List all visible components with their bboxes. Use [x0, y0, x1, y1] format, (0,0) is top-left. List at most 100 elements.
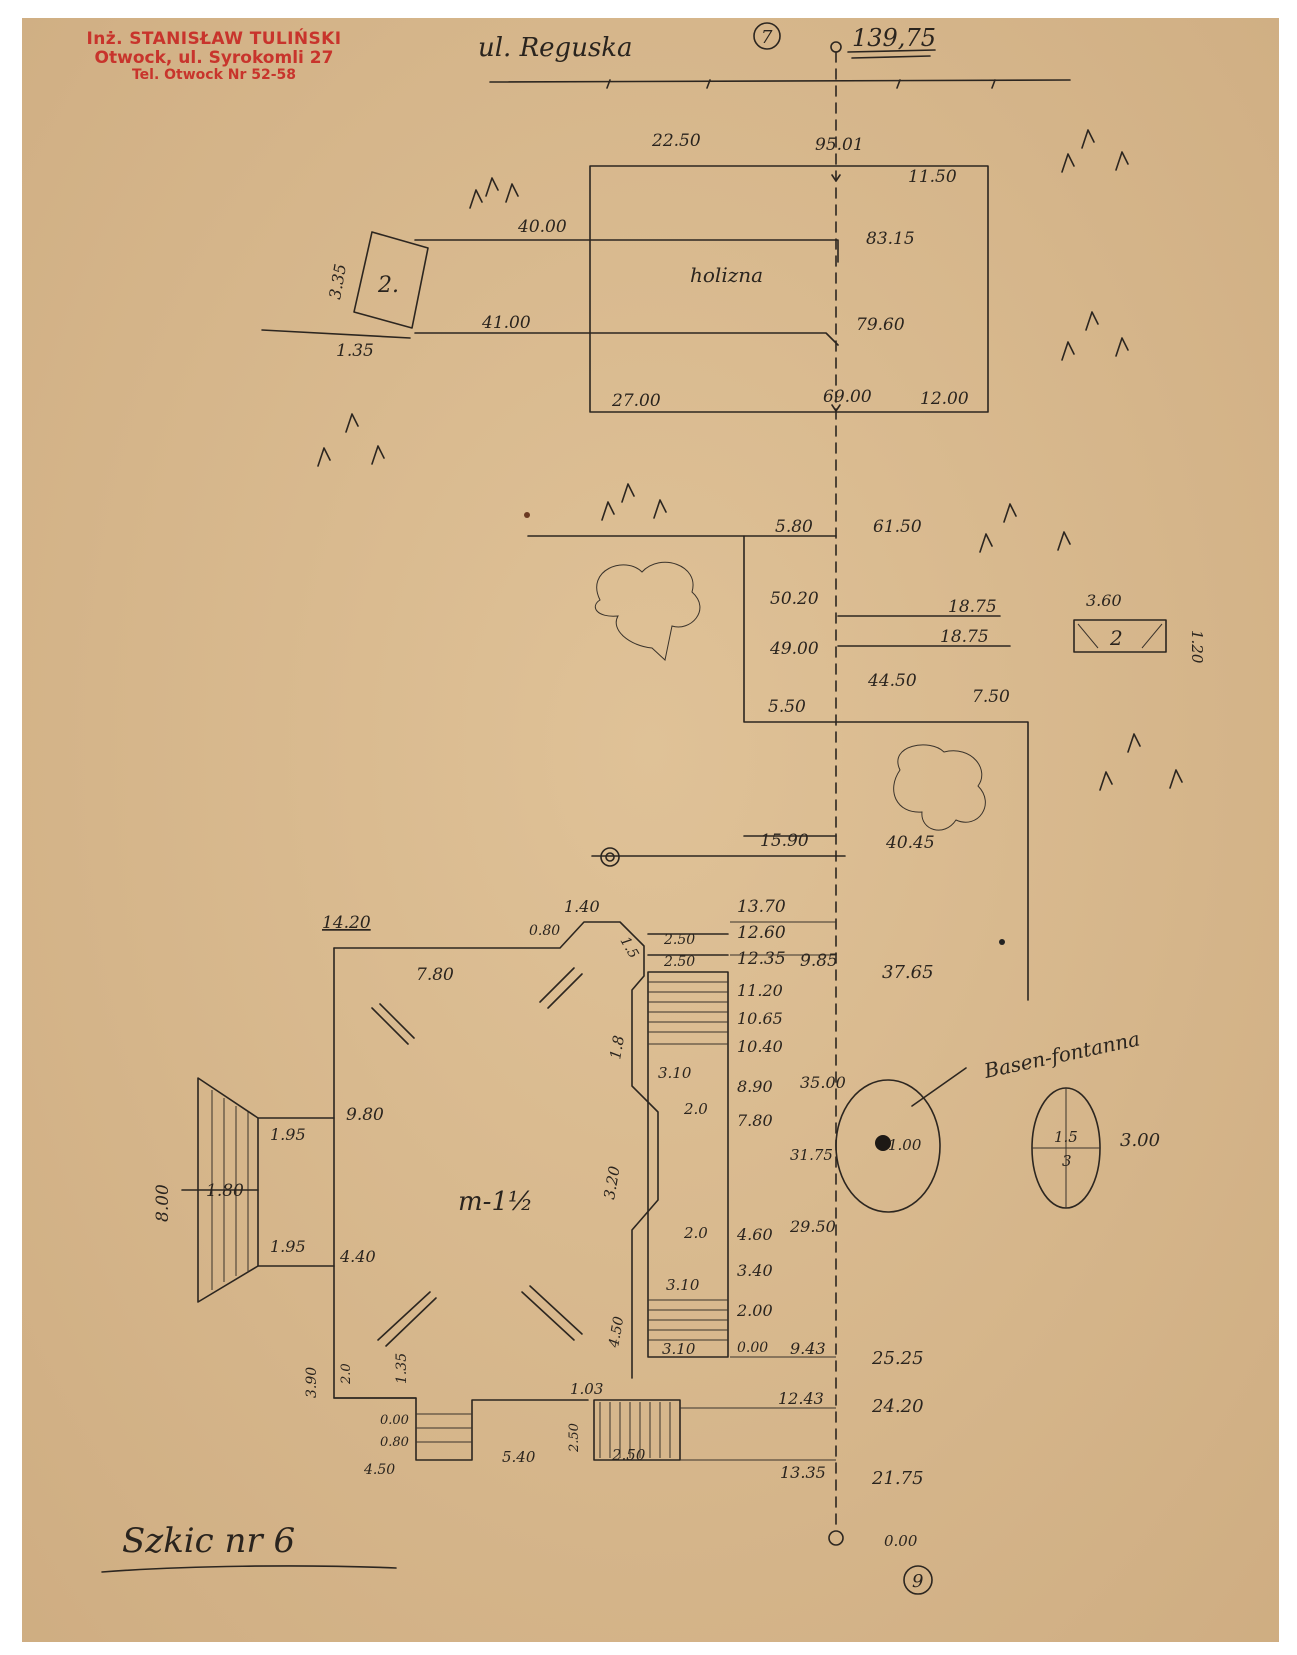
measure: 7.50 — [972, 687, 1010, 707]
stamp-name: Inż. STANISŁAW TULIŃSKI — [86, 29, 342, 49]
measure: 2.50 — [611, 1446, 646, 1464]
well-symbol — [600, 847, 620, 867]
measure: 35.00 — [800, 1073, 846, 1092]
measure: 40.45 — [885, 833, 935, 853]
shed-right — [1073, 619, 1167, 653]
measure: 37.65 — [882, 962, 934, 983]
shed-left — [261, 231, 429, 339]
measure: 11.50 — [908, 167, 957, 187]
svg-text:9: 9 — [912, 1571, 923, 1592]
measure: 1.35 — [394, 1353, 410, 1384]
survey-baseline — [828, 41, 844, 1546]
survey-point-9: 9 — [903, 1565, 933, 1595]
measure: 0.00 — [884, 1532, 918, 1550]
measure: 3.35 — [325, 262, 350, 300]
measure: 0.80 — [380, 1435, 409, 1450]
measure: 40.00 — [517, 217, 567, 237]
measure: 0.00 — [380, 1413, 409, 1428]
stamp-phone: Tel. Otwock Nr 52-58 — [131, 67, 297, 84]
fountain-pool — [835, 1067, 967, 1213]
measure: 1.8 — [606, 1034, 628, 1061]
ink-dot — [524, 512, 530, 518]
stamp-address: Otwock, ul. Syrokomli 27 — [94, 48, 334, 69]
measure: 3.40 — [737, 1261, 773, 1280]
measure: 29.50 — [789, 1217, 836, 1236]
measure: 13.70 — [737, 897, 786, 917]
measure: 9.80 — [346, 1105, 384, 1125]
fountain-detail — [1031, 1087, 1101, 1209]
measure: 2.0 — [683, 1224, 708, 1242]
bush-1 — [595, 561, 701, 661]
house-label: m-1½ — [458, 1187, 533, 1217]
measure: 2.0 — [339, 1363, 354, 1385]
survey-sketch: ul. Reguska 7 139,75 9 22.50 95.01 11.50… — [101, 22, 1206, 1595]
measure: 7.80 — [737, 1111, 773, 1130]
measure: 18.75 — [940, 627, 989, 647]
measure: 83.15 — [866, 229, 915, 249]
survey-point-7: 7 — [753, 22, 781, 50]
shed-label: 2 — [1109, 626, 1123, 650]
measure: 95.01 — [815, 135, 864, 155]
measure: 50.20 — [770, 589, 819, 609]
measure: 27.00 — [611, 391, 661, 411]
measure: 25.25 — [871, 1348, 924, 1369]
measure: 12.00 — [920, 389, 969, 409]
measure: 9.85 — [800, 951, 838, 971]
measure: 1.95 — [270, 1237, 306, 1256]
measure: 1.03 — [570, 1380, 603, 1398]
measure: 4.40 — [339, 1247, 376, 1266]
measure: 1.40 — [564, 897, 600, 916]
offset-lines — [680, 921, 836, 1461]
tree-symbols — [317, 129, 1183, 791]
stair-hatching — [416, 981, 728, 1458]
measure: 2.50 — [567, 1423, 582, 1453]
measure: 1.95 — [270, 1125, 306, 1144]
measure: 4.60 — [736, 1225, 773, 1244]
measure: 12.60 — [737, 923, 786, 943]
bush-2 — [893, 744, 986, 831]
measure: 41.00 — [481, 313, 531, 333]
measure: 9.43 — [790, 1339, 826, 1358]
measure: 1.00 — [888, 1136, 922, 1154]
measure: 0.80 — [529, 923, 560, 939]
shed-label: 2. — [377, 273, 399, 298]
measure: 12.43 — [778, 1389, 824, 1408]
measure: 8.00 — [153, 1184, 173, 1222]
measure: 14.20 — [322, 913, 371, 933]
field-label: holizna — [690, 263, 763, 287]
measure: 12.35 — [737, 949, 786, 969]
measure: 1.20 — [1188, 630, 1206, 664]
measure: 69.00 — [823, 387, 872, 407]
measure: 3.60 — [1086, 591, 1122, 610]
measure: 49.00 — [769, 639, 819, 659]
measure: 10.40 — [737, 1037, 783, 1056]
house-outline — [333, 921, 729, 1461]
measure: 2.0 — [683, 1100, 708, 1118]
terrace-outline — [181, 1077, 335, 1303]
measure: 5.50 — [768, 697, 806, 717]
measure: 10.65 — [737, 1009, 783, 1028]
measure: 61.50 — [873, 517, 922, 537]
chainage-underline — [847, 49, 936, 59]
measure: 5.80 — [775, 517, 813, 537]
measure: 44.50 — [867, 671, 917, 691]
measure: 79.60 — [856, 315, 905, 335]
measure: 2.50 — [663, 954, 695, 970]
measure: 11.20 — [737, 981, 783, 1000]
measure: 18.75 — [948, 597, 997, 617]
measure: 15.90 — [760, 831, 809, 851]
middle-plot-outline — [527, 535, 1029, 1001]
measure: 3.10 — [666, 1276, 700, 1294]
svg-text:7: 7 — [761, 27, 773, 48]
measure: 3.10 — [662, 1340, 696, 1358]
paper-sheet — [22, 18, 1279, 1642]
measure: 22.50 — [651, 131, 701, 151]
measure: 7.80 — [416, 965, 454, 985]
top-chainage: 139,75 — [852, 24, 936, 52]
title-underline — [101, 1565, 397, 1573]
measure: 1.5 — [617, 934, 642, 961]
corner-marks — [371, 967, 583, 1347]
sketch-title: Szkic nr 6 — [122, 1521, 295, 1561]
measure: 24.20 — [871, 1396, 924, 1417]
measure: 4.50 — [363, 1462, 395, 1478]
